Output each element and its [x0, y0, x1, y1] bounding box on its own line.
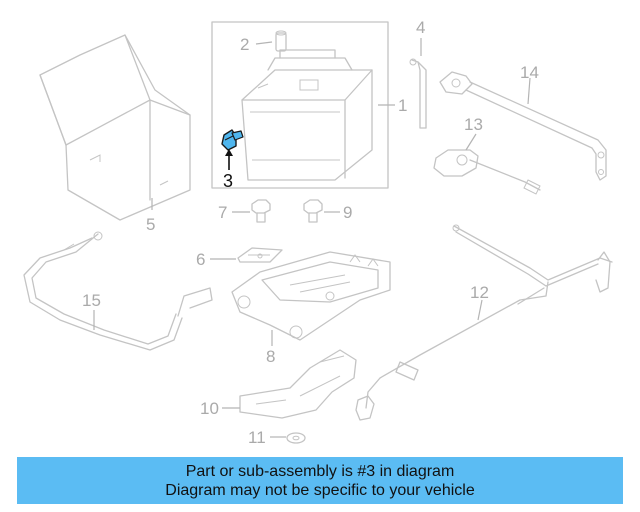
callout-5: 5 [146, 215, 155, 234]
bracket-part-6 [237, 247, 283, 263]
cable-part-15 [23, 231, 213, 351]
callout-13: 13 [464, 115, 483, 134]
callout-1: 1 [398, 96, 407, 115]
bolt-part-9 [303, 199, 323, 223]
banner-line-part-number: Part or sub-assembly is #3 in diagram [185, 462, 455, 480]
battery-tray-part-8 [231, 251, 391, 341]
leader-lines [93, 38, 531, 438]
ground-cable-part-14 [439, 71, 607, 181]
callout-15: 15 [82, 291, 101, 310]
callout-labels: 2 1 4 14 13 5 7 9 6 15 12 8 10 11 3 [82, 18, 539, 447]
bolt-part-3-highlighted [221, 129, 244, 151]
callout-11: 11 [248, 428, 266, 447]
terminal-clamp-part-13 [433, 149, 541, 195]
parts-diagram: 2 1 4 14 13 5 7 9 6 15 12 8 10 11 3 [23, 18, 613, 447]
callout-12: 12 [470, 283, 489, 302]
battery-box-part-5 [39, 34, 191, 221]
callout-4: 4 [416, 18, 425, 37]
positive-cable-part-12 [355, 224, 613, 421]
support-bracket-part-10 [239, 349, 357, 419]
banner-line-disclaimer: Diagram may not be specific to your vehi… [165, 481, 475, 499]
info-banner: Part or sub-assembly is #3 in diagram Di… [17, 457, 623, 504]
battery-part-1 [211, 21, 389, 189]
callout-6: 6 [196, 250, 205, 269]
callout-8: 8 [266, 347, 275, 366]
callout-14: 14 [520, 63, 539, 82]
callout-10: 10 [200, 399, 219, 418]
hold-down-rod-part-4 [409, 58, 427, 129]
callout-7: 7 [218, 203, 227, 222]
bolt-part-7 [251, 199, 271, 223]
callout-9: 9 [343, 203, 352, 222]
washer-part-11 [286, 432, 306, 444]
vent-plug-part-2 [275, 30, 287, 52]
callout-3-highlighted: 3 [223, 171, 233, 191]
callout-2: 2 [240, 35, 249, 54]
